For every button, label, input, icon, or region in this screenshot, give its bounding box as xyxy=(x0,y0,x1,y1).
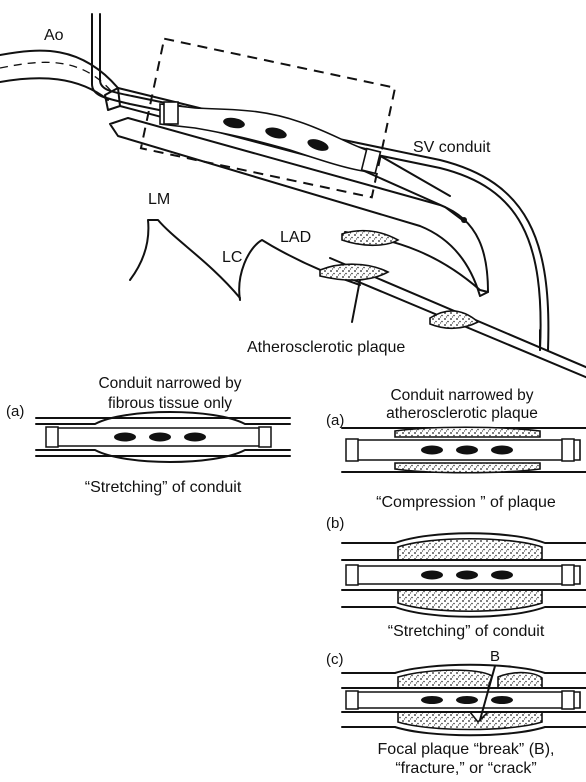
right-panel-label-a: (a) xyxy=(326,412,344,429)
right-panel-a xyxy=(342,427,586,473)
left-heading-line1: Conduit narrowed by xyxy=(98,375,241,392)
right-caption-c-line1: Focal plaque “break” (B), xyxy=(378,741,555,758)
label-atherosclerotic-plaque: Atherosclerotic plaque xyxy=(247,339,405,356)
right-heading-line1: Conduit narrowed by xyxy=(390,387,533,404)
left-caption-a: “Stretching” of conduit xyxy=(85,479,242,496)
lad-plaque xyxy=(320,231,478,329)
marker-band-left xyxy=(164,102,178,124)
right-panel-b xyxy=(342,533,586,617)
right-panel-c xyxy=(342,665,586,736)
right-panel-label-c: (c) xyxy=(326,651,344,668)
label-sv-conduit: SV conduit xyxy=(413,139,491,156)
right-heading-line2: atherosclerotic plaque xyxy=(386,405,538,422)
label-ao: Ao xyxy=(44,27,64,44)
label-lad: LAD xyxy=(280,229,311,246)
left-panel-label-a: (a) xyxy=(6,403,24,420)
aortic-wall xyxy=(92,14,548,350)
break-marker-b: B xyxy=(490,648,500,665)
right-panel-label-b: (b) xyxy=(326,515,344,532)
label-lm: LM xyxy=(148,191,170,208)
label-lc: LC xyxy=(222,249,242,266)
plaque-pointer xyxy=(352,280,360,322)
balloon-catheter-top xyxy=(160,102,380,173)
right-caption-a: “Compression ” of plaque xyxy=(376,494,556,511)
left-panel-a xyxy=(36,412,290,462)
right-caption-b: “Stretching” of conduit xyxy=(388,623,545,640)
right-caption-c-line2: “fracture,” or “crack” xyxy=(395,760,536,777)
left-heading-line2: fibrous tissue only xyxy=(108,395,232,412)
